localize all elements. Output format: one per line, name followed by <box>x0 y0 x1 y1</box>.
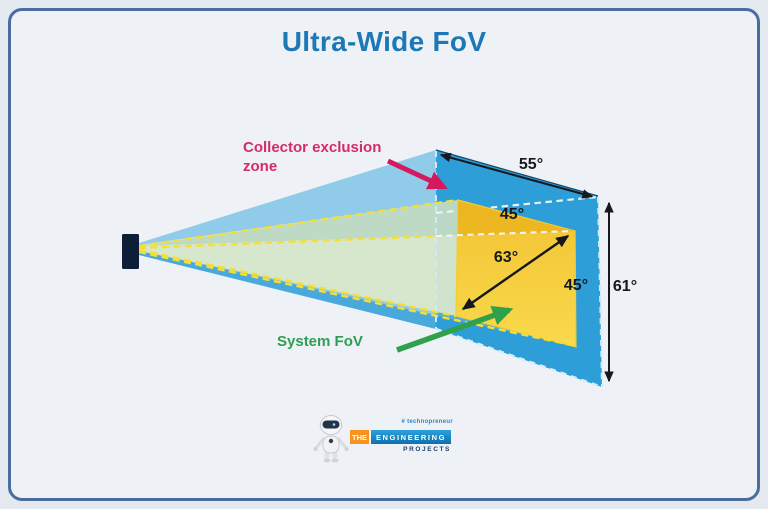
sensor <box>122 234 139 269</box>
angle-label-system-horizontal: 45° <box>499 206 525 223</box>
angle-label-system-vertical: 45° <box>563 277 589 294</box>
angle-label-outer-vertical: 61° <box>612 278 638 295</box>
logo-engineering-badge: ENGINEERING <box>371 430 451 444</box>
logo-the-badge: THE <box>350 430 369 444</box>
measurement-arrows <box>439 152 614 383</box>
system-fov-arrow <box>396 305 514 353</box>
angle-label-outer-horizontal: 55° <box>518 156 544 173</box>
robot-mascot <box>313 415 349 463</box>
angle-label-system-diagonal: 63° <box>493 249 519 266</box>
page-title: Ultra-Wide FoV <box>281 26 487 57</box>
logo-tagline: # technopreneur <box>401 419 453 425</box>
system-cone-dashed-edges <box>138 198 577 348</box>
collector-exclusion-zone-label: Collector exclusion zone <box>243 139 382 175</box>
diagonal-63-arrow <box>461 235 570 310</box>
screen-dashed-edges <box>435 151 603 389</box>
collector-zone-arrow <box>386 158 448 190</box>
logo-projects-text: PROJECTS <box>403 446 451 453</box>
system-fov-label: System FoV <box>277 333 363 350</box>
horizontal-55-arrow <box>439 152 594 199</box>
